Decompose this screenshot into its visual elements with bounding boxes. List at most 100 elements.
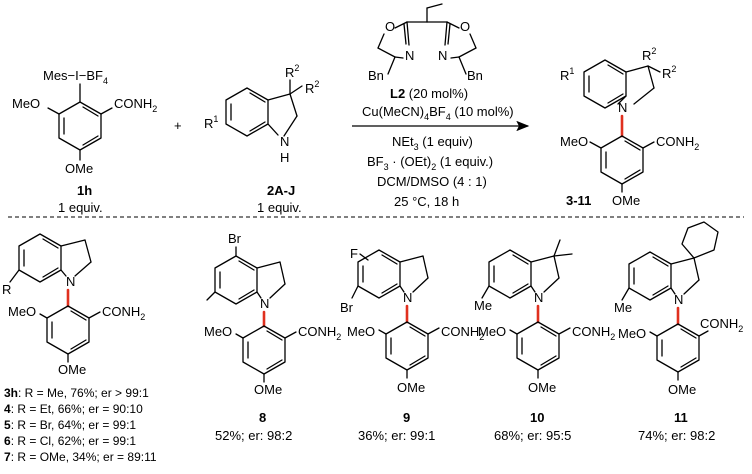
- meo-label-1h: MeO: [12, 96, 40, 111]
- equiv-2aj: 1 equiv.: [257, 200, 302, 215]
- bn-label-left: Bn: [368, 68, 384, 83]
- ome-label-product: OMe: [612, 193, 640, 208]
- conh2-label-3h: CONH2: [102, 304, 145, 322]
- condition-temp-time: 25 °C, 18 h: [394, 194, 459, 209]
- aryl-ring-9: [385, 321, 429, 371]
- benzene-ring-11: [628, 251, 672, 301]
- br-label-9: Br: [340, 300, 354, 315]
- ome-label-9: OMe: [397, 380, 425, 395]
- benzene-ring-1h: [58, 101, 102, 151]
- equiv-1h: 1 equiv.: [58, 200, 103, 215]
- scope-compound-3h-7: N R MeO CONH2 OMe 3h: R = Me, 76%; er > …: [2, 233, 157, 464]
- condition-solvent: DCM/DMSO (4 : 1): [377, 174, 487, 189]
- o-label-left: O: [385, 19, 395, 34]
- ligand-l2: O N Bn O N Bn: [368, 3, 483, 83]
- mes-i-bf4-label: Mes−I−BF4: [43, 68, 108, 86]
- reagent-1h: Mes−I−BF4 MeO CONH2 OMe 1h 1 equiv.: [12, 68, 157, 215]
- ome-label-10: OMe: [528, 380, 556, 395]
- n-label-9: N: [403, 290, 412, 305]
- conh2-label-8: CONH2: [298, 324, 341, 342]
- result-11: 74%; er: 98:2: [638, 428, 715, 443]
- r-label-3h: R: [2, 282, 11, 297]
- r2-label-a: R2: [285, 63, 299, 80]
- scope-compound-11: N Me MeO CONH2 OMe 11 74%; er: 98:2: [614, 221, 743, 443]
- methyl-8: [206, 291, 216, 301]
- result-5: 5: R = Br, 64%; er = 99:1: [4, 418, 136, 432]
- me-label-11: Me: [614, 300, 632, 315]
- r2-label-b: R2: [305, 79, 319, 96]
- condition-base: NEt3 (1 equiv): [392, 134, 473, 152]
- ome-label-8: OMe: [254, 382, 282, 397]
- compound-label-8: 8: [259, 410, 266, 425]
- meo-label-9: MeO: [347, 324, 375, 339]
- f-label-9: F: [350, 246, 358, 261]
- aryl-ring-11: [656, 323, 700, 373]
- n-label-2aj: N: [280, 134, 289, 149]
- condition-catalyst: Cu(MeCN)4BF4 (10 mol%): [362, 104, 514, 122]
- benzene-ring-10: [488, 249, 532, 299]
- compound-label-1h: 1h: [77, 183, 92, 198]
- compound-label-10: 10: [530, 410, 544, 425]
- result-3h: 3h: R = Me, 76%; er > 99:1: [4, 386, 149, 400]
- compound-label-11: 11: [674, 410, 688, 425]
- condition-ligand: L2 (20 mol%): [390, 86, 468, 101]
- r1-label-product: R1: [560, 66, 574, 83]
- o-label-right: O: [460, 19, 470, 34]
- scope-compound-8: Br N MeO CONH2 OMe 8 52%; er: 98:2: [204, 231, 341, 443]
- n-label-right: N: [438, 48, 447, 63]
- n-label-product: N: [618, 100, 627, 115]
- result-7: 7: R = OMe, 34%; er = 89:11: [4, 450, 157, 464]
- ome-label-3h: OMe: [58, 362, 86, 377]
- benzene-ring-8: [214, 255, 258, 305]
- r2-label-product-a: R2: [642, 46, 656, 63]
- meo-label-product: MeO: [560, 134, 588, 149]
- meo-label-8: MeO: [204, 324, 232, 339]
- conh2-label-9: CONH2: [441, 324, 484, 342]
- compound-label-2aj: 2A-J: [267, 183, 295, 198]
- h-label-2aj: H: [280, 150, 289, 165]
- meo-label-10: MeO: [478, 324, 506, 339]
- aryl-ring-10: [516, 321, 560, 371]
- br-label-8: Br: [228, 231, 242, 246]
- reaction-conditions: L2 (20 mol%) Cu(MeCN)4BF4 (10 mol%) NEt3…: [352, 86, 530, 209]
- gem-methyl-2: [553, 253, 573, 257]
- result-8: 52%; er: 98:2: [215, 428, 292, 443]
- conh2-label-11: CONH2: [700, 316, 743, 334]
- scope-compound-10: N Me MeO CONH2 OMe 10 68%; er: 95:5: [474, 239, 615, 443]
- n-label-left: N: [405, 48, 414, 63]
- reagent-2aj: N H R2 R2 R1 2A-J 1 equiv.: [204, 63, 319, 215]
- result-10: 68%; er: 95:5: [494, 428, 571, 443]
- gem-methyl-1: [553, 239, 561, 257]
- conh2-label-10: CONH2: [572, 324, 615, 342]
- r1-label-2aj: R1: [204, 114, 218, 131]
- compound-label-3-11: 3-11: [566, 193, 591, 208]
- aryl-ring-8: [242, 325, 286, 375]
- meo-label-11: MeO: [618, 326, 646, 341]
- ome-label-1h: OMe: [65, 161, 93, 176]
- n-label-10: N: [534, 290, 543, 305]
- compound-label-9: 9: [403, 410, 410, 425]
- result-6: 6: R = Cl, 62%; er = 99:1: [4, 434, 136, 448]
- product-3-11: N R2 R2 R1 MeO CONH2 OMe 3-11: [560, 46, 699, 208]
- n-label-3h: N: [66, 274, 75, 289]
- bn-label-right: Bn: [467, 68, 483, 83]
- ome-label-11: OMe: [668, 382, 696, 397]
- result-9: 36%; er: 99:1: [358, 428, 435, 443]
- conh2-label-1h: CONH2: [114, 96, 157, 114]
- meo-label-3h: MeO: [8, 304, 36, 319]
- r2-label-product-b: R2: [662, 64, 676, 81]
- conh2-label-product: CONH2: [656, 134, 699, 152]
- condition-lewis-acid: BF3 · (OEt)2 (1 equiv.): [367, 154, 493, 172]
- plus-sign: +: [174, 118, 182, 133]
- n-label-11: N: [674, 292, 683, 307]
- aryl-ring-3h: [46, 305, 90, 355]
- aryl-ring-product: [600, 135, 644, 185]
- spiro-cyclohexane-11: [681, 221, 719, 259]
- result-4: 4: R = Et, 66%; er = 90:10: [4, 402, 143, 416]
- scope-compound-9: F N Br MeO CONH2 OMe 9 36%; er: 99:1: [340, 246, 484, 443]
- benzene-ring-3h: [18, 233, 62, 283]
- n-label-8: N: [260, 296, 269, 311]
- benzene-ring-2aj: [225, 87, 269, 137]
